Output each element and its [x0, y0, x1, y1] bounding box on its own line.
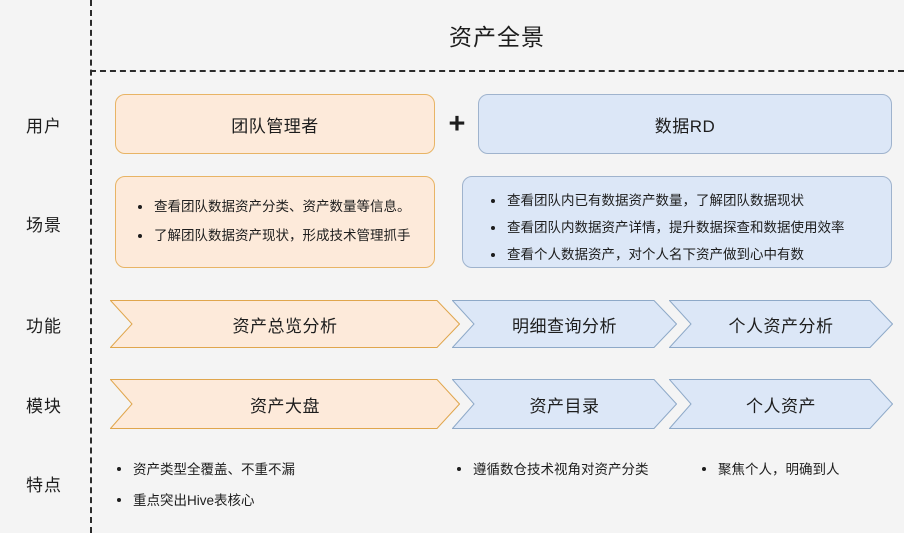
chevron-shape-icon	[669, 379, 893, 429]
list-item: 查看团队内已有数据资产数量，了解团队数据现状	[489, 191, 879, 212]
user-box-team-manager[interactable]: 团队管理者	[115, 94, 435, 154]
chevron-label: 资产总览分析	[232, 316, 338, 336]
list-item: 遵循数仓技术视角对资产分类	[455, 459, 649, 481]
list-item: 查看团队数据资产分类、资产数量等信息。	[136, 197, 422, 218]
chevron-label: 个人资产分析	[728, 316, 834, 336]
list-item: 了解团队数据资产现状，形成技术管理抓手	[136, 226, 422, 247]
module-chevron-personal-asset[interactable]: 个人资产	[669, 379, 893, 429]
list-item: 重点突出Hive表核心	[115, 490, 295, 512]
row-label-module: 模块	[26, 396, 62, 416]
page-title: 资产全景	[449, 24, 545, 50]
chevron-label: 个人资产	[746, 396, 816, 416]
scene-box-data-rd: 查看团队内已有数据资产数量，了解团队数据现状 查看团队内数据资产详情，提升数据探…	[462, 176, 892, 268]
vertical-divider-dashed	[90, 0, 92, 533]
chevron-shape-icon	[110, 379, 460, 429]
chevron-label: 资产目录	[529, 396, 600, 416]
plus-icon: +	[448, 107, 466, 140]
list-item: 聚焦个人，明确到人	[700, 459, 840, 481]
chevron-shape-icon	[110, 300, 460, 348]
row-label-scene: 场景	[26, 215, 62, 235]
function-chevron-asset-overview[interactable]: 资产总览分析	[110, 300, 460, 348]
row-label-user: 用户	[26, 116, 62, 136]
function-chevron-personal-asset[interactable]: 个人资产分析	[669, 300, 893, 348]
module-chevron-asset-dashboard[interactable]: 资产大盘	[110, 379, 460, 429]
feature-list-group-2: 遵循数仓技术视角对资产分类	[455, 459, 649, 481]
row-label-function: 功能	[26, 316, 62, 336]
list-item: 查看个人数据资产，对个人名下资产做到心中有数	[489, 245, 879, 266]
list-item: 查看团队内数据资产详情，提升数据探查和数据使用效率	[489, 218, 879, 239]
scene-bullet-list-right: 查看团队内已有数据资产数量，了解团队数据现状 查看团队内数据资产详情，提升数据探…	[489, 191, 879, 272]
feature-list-group-1: 资产类型全覆盖、不重不漏 重点突出Hive表核心	[115, 459, 295, 511]
scene-box-team-manager: 查看团队数据资产分类、资产数量等信息。 了解团队数据资产现状，形成技术管理抓手	[115, 176, 435, 268]
chevron-label: 资产大盘	[250, 396, 320, 416]
chevron-shape-icon	[452, 379, 677, 429]
list-item: 资产类型全覆盖、不重不漏	[115, 459, 295, 481]
user-box-data-rd[interactable]: 数据RD	[478, 94, 892, 154]
scene-bullet-list-left: 查看团队数据资产分类、资产数量等信息。 了解团队数据资产现状，形成技术管理抓手	[136, 197, 422, 247]
feature-list-group-3: 聚焦个人，明确到人	[700, 459, 840, 481]
module-chevron-asset-catalog[interactable]: 资产目录	[452, 379, 677, 429]
horizontal-divider-dashed	[90, 70, 904, 72]
chevron-label: 明细查询分析	[512, 316, 617, 336]
function-chevron-detail-query[interactable]: 明细查询分析	[452, 300, 677, 348]
chevron-shape-icon	[669, 300, 893, 348]
chevron-shape-icon	[452, 300, 677, 348]
row-label-feature: 特点	[26, 475, 62, 495]
